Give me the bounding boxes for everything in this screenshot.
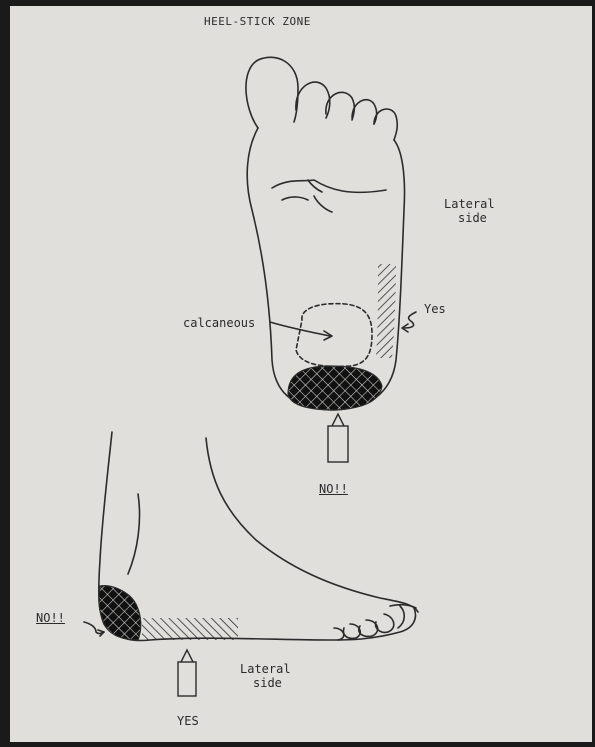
sole-crease [314,196,332,212]
plantar-lateral-side-label: Lateral [444,197,495,211]
sole-crease [308,180,322,192]
toe-nail [390,605,416,608]
toe-2 [296,82,330,118]
plantar-lancet-icon [328,414,348,462]
leg-front-line [206,438,418,612]
plantar-no-zone [288,366,382,410]
sole-crease [272,180,386,192]
calcaneous-label: calcaneous [183,316,255,330]
sole-crease [282,197,308,200]
achilles-line [128,494,140,574]
side-no-zone [99,586,141,640]
plantar-yes-label: Yes [424,302,446,316]
side-toe-4 [344,624,361,638]
side-no-label: NO!! [36,611,65,625]
side-yes-zone [142,618,238,640]
big-toe [246,57,298,128]
side-lancet-icon [178,650,196,696]
side-toe-3 [359,620,378,636]
leg-back-line [99,432,416,640]
side-toe-1 [398,606,404,628]
diagram-title: HEEL-STICK ZONE [204,15,311,29]
calcaneus-outline [296,304,372,367]
side-lateral-side-label: Lateral [240,662,291,676]
side-lateral-side-label-2: side [253,676,282,690]
plantar-lateral-side-label-2: side [458,211,487,225]
toe-4 [352,100,377,124]
side-yes-label: YES [177,714,199,728]
toe-5 [374,109,397,140]
plantar-yes-zone [376,264,396,358]
plantar-no-label: NO!! [319,482,348,496]
side-toe-5 [334,628,344,640]
